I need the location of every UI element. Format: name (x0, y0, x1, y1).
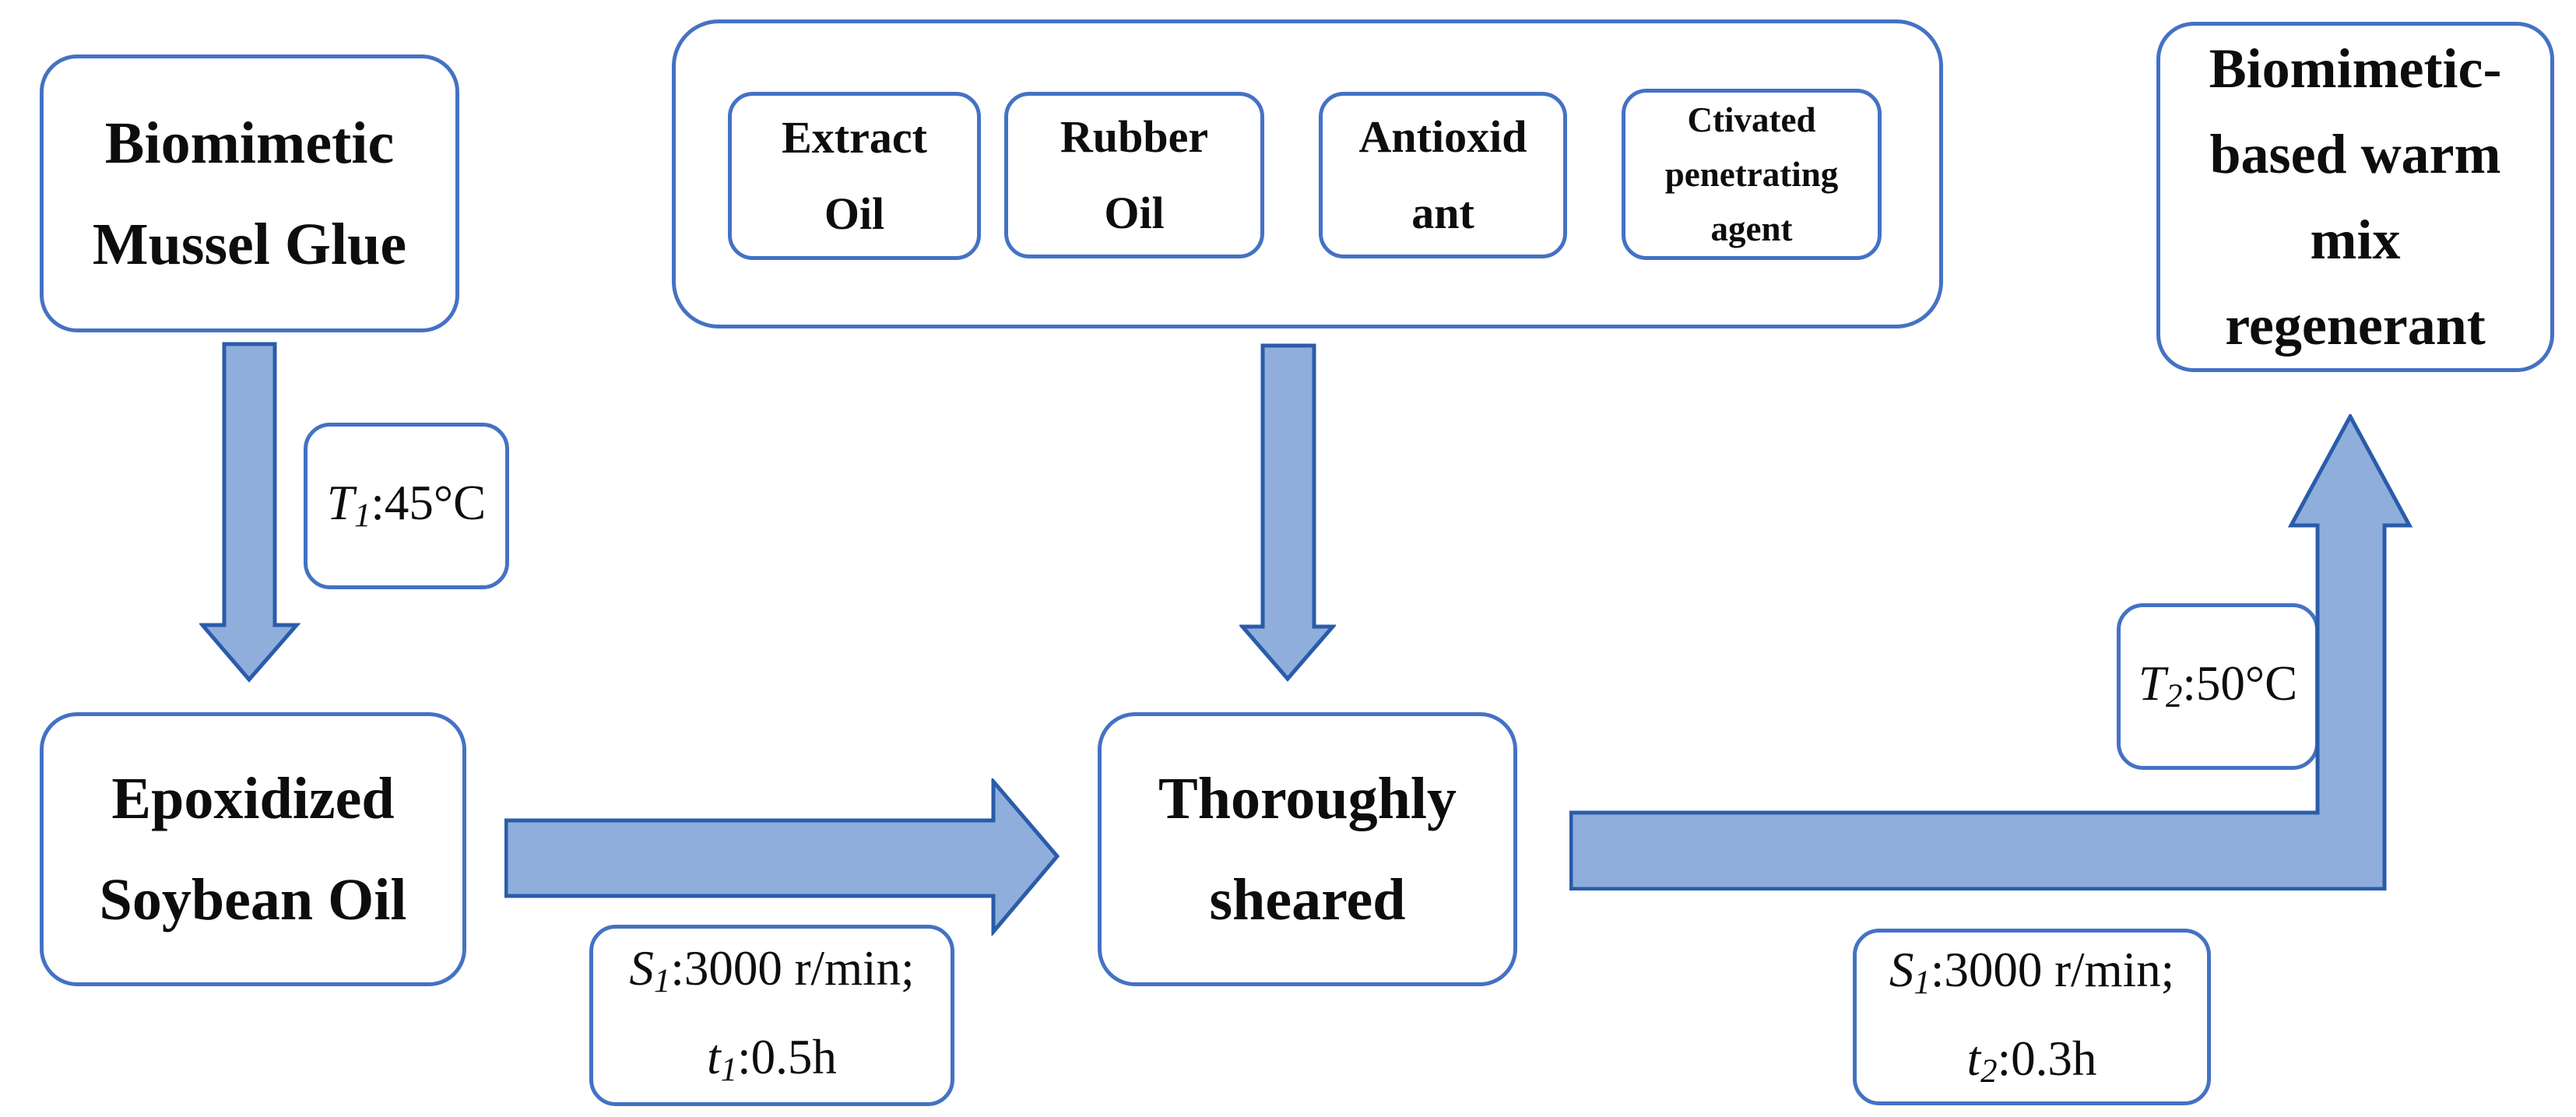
box-label-line: Oil (1104, 188, 1165, 238)
box-label-line: agent (1710, 209, 1793, 248)
box-label-line: Biomimetic (104, 110, 395, 176)
box-label-line: penetrating (1664, 155, 1839, 194)
box-antioxidant: Antioxid ant (1319, 92, 1567, 258)
label-temperature-2: T2:50°C (2117, 603, 2319, 770)
box-label-line: Soybean Oil (99, 867, 407, 933)
parameter-text: t2:0.3h (1966, 1031, 2097, 1090)
arrow-additives-to-sheared-icon (1239, 343, 1336, 682)
parameter-text: T1:45°C (326, 476, 487, 535)
label-shear-speed-time-1: S1:3000 r/min; t1:0.5h (589, 925, 954, 1106)
box-label-line: Thoroughly (1158, 766, 1457, 831)
box-label-line: Biomimetic- (2209, 37, 2502, 100)
box-label-line: Mussel Glue (92, 211, 407, 277)
box-thoroughly-sheared: Thoroughly sheared (1098, 712, 1517, 986)
box-label-line: Extract (782, 112, 927, 163)
box-label-line: ant (1411, 188, 1474, 238)
box-rubber-oil: Rubber Oil (1004, 92, 1264, 258)
box-label-line: Oil (824, 188, 885, 239)
box-label-line: Antioxid (1358, 111, 1527, 162)
box-biomimetic-mussel-glue: Biomimetic Mussel Glue (40, 54, 459, 332)
box-label-line: regenerant (2225, 294, 2486, 357)
arrow-mussel-glue-to-epoxidized-icon (199, 342, 300, 683)
parameter-text: S1:3000 r/min; (1889, 942, 2175, 1001)
box-activated-penetrating-agent: Ctivated penetrating agent (1622, 89, 1882, 260)
box-biomimetic-warm-mix-regenerant: Biomimetic- based warm mix regenerant (2156, 22, 2554, 372)
box-label-line: based warm (2209, 123, 2501, 185)
box-label-line: sheared (1209, 867, 1406, 933)
arrow-epoxidized-to-sheared-icon (504, 778, 1060, 936)
parameter-text: S1:3000 r/min; (629, 940, 915, 999)
box-label-line: Ctivated (1687, 100, 1816, 139)
label-shear-speed-time-2: S1:3000 r/min; t2:0.3h (1853, 929, 2211, 1105)
box-epoxidized-soybean-oil: Epoxidized Soybean Oil (40, 712, 466, 986)
parameter-text: t1:0.5h (707, 1029, 837, 1088)
box-extract-oil: Extract Oil (728, 92, 981, 260)
box-label-line: mix (2310, 209, 2401, 271)
parameter-text: T2:50°C (2138, 656, 2298, 715)
box-label-line: Epoxidized (111, 766, 395, 831)
arrow-sheared-to-regenerant-icon (1569, 414, 2413, 890)
box-label-line: Rubber (1060, 111, 1209, 162)
label-temperature-1: T1:45°C (304, 423, 509, 589)
